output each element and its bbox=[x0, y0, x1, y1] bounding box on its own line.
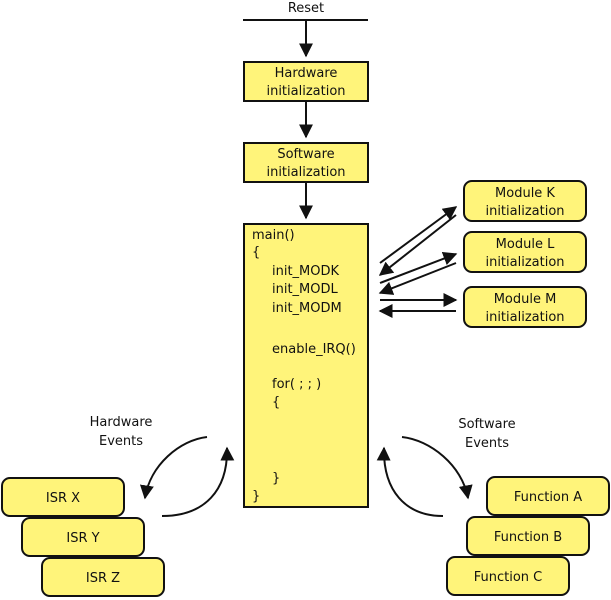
code-line-enable-irq: enable_IRQ() bbox=[272, 342, 356, 357]
software-events-line1: Software bbox=[458, 417, 515, 432]
software-event-arrow bbox=[401, 436, 473, 500]
software-init-line1: Software bbox=[277, 147, 334, 162]
module-m-line1: Module M bbox=[494, 292, 557, 307]
software-events-line2: Events bbox=[465, 436, 509, 451]
code-line-init-modl: init_MODL bbox=[272, 282, 339, 297]
module-l-line1: Module L bbox=[496, 237, 555, 252]
isr-y-box: ISR Y bbox=[21, 517, 145, 557]
hardware-event-arrow bbox=[139, 436, 208, 500]
arrow-to-module-l bbox=[379, 251, 458, 284]
isr-z-label: ISR Z bbox=[86, 571, 120, 586]
module-k-line2: initialization bbox=[485, 204, 564, 219]
module-k-line1: Module K bbox=[495, 186, 555, 201]
function-c-box: Function C bbox=[446, 556, 570, 596]
isr-x-label: ISR X bbox=[46, 491, 80, 506]
module-l-line2: initialization bbox=[485, 255, 564, 270]
main-code-box: main() { init_MODK init_MODL init_MODM e… bbox=[243, 223, 369, 508]
arrow-from-module-l bbox=[378, 262, 457, 295]
code-line-close-brace: } bbox=[252, 489, 260, 504]
hardware-events-line1: Hardware bbox=[90, 415, 153, 430]
code-line-init-modk: init_MODK bbox=[272, 264, 340, 279]
code-line-for-close: } bbox=[272, 471, 280, 486]
isr-x-box: ISR X bbox=[1, 477, 125, 517]
function-b-box: Function B bbox=[466, 516, 590, 556]
module-k-box: Module K initialization bbox=[463, 180, 587, 222]
isr-y-label: ISR Y bbox=[66, 531, 99, 546]
code-line-for: for( ; ; ) bbox=[272, 377, 321, 392]
function-return-arrow bbox=[376, 446, 444, 517]
arrow-to-module-k bbox=[379, 206, 458, 264]
hardware-events-line2: Events bbox=[99, 434, 143, 449]
hardware-init-line1: Hardware bbox=[275, 66, 338, 81]
software-init-line2: initialization bbox=[266, 165, 345, 180]
function-b-label: Function B bbox=[494, 530, 562, 545]
hardware-init-line2: initialization bbox=[266, 84, 345, 99]
module-m-line2: initialization bbox=[485, 310, 564, 325]
arrow-from-module-k bbox=[378, 214, 457, 276]
function-c-label: Function C bbox=[474, 570, 543, 585]
module-m-box: Module M initialization bbox=[463, 286, 587, 328]
isr-z-box: ISR Z bbox=[41, 557, 165, 597]
code-line-init-modm: init_MODM bbox=[272, 301, 342, 316]
code-line-main: main() bbox=[252, 228, 295, 243]
function-a-label: Function A bbox=[514, 490, 582, 505]
code-line-for-open: { bbox=[272, 395, 280, 410]
isr-return-arrow bbox=[161, 446, 235, 517]
module-l-box: Module L initialization bbox=[463, 231, 587, 273]
software-init-box: Software initialization bbox=[243, 142, 369, 183]
function-a-box: Function A bbox=[486, 476, 610, 516]
code-line-open-brace: { bbox=[252, 245, 260, 260]
hardware-init-box: Hardware initialization bbox=[243, 61, 369, 102]
reset-label: Reset bbox=[288, 1, 324, 16]
